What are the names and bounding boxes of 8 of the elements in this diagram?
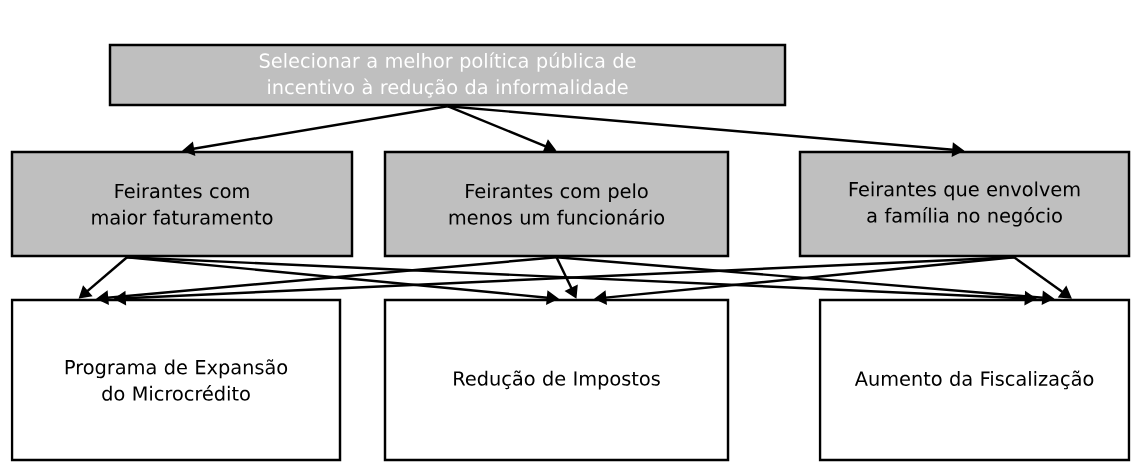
title-box: Selecionar a melhor política pública de incentivo à redução da informalidade xyxy=(108,43,787,107)
option-box: Redução de Impostos xyxy=(383,298,730,462)
option-box: Programa de Expansão do Microcrédito xyxy=(10,298,342,462)
arrow xyxy=(1013,256,1072,299)
category-box: Feirantes com maior faturamento xyxy=(10,150,354,258)
option-box: Aumento da Fiscalização xyxy=(818,298,1131,462)
category-box: Feirantes com pelo menos um funcionário xyxy=(383,150,730,258)
category-box: Feirantes que envolvem a família no negócio xyxy=(798,150,1131,258)
